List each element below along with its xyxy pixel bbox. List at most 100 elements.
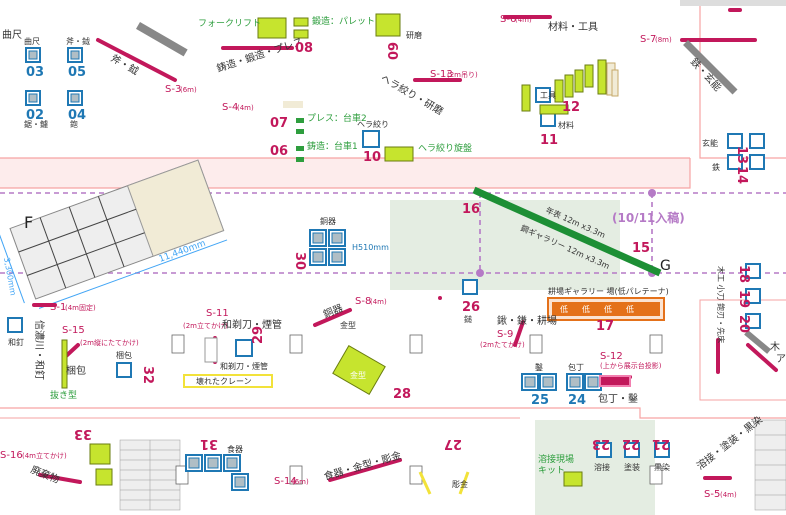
svg-text:梱包: 梱包 [116,350,132,360]
svg-text:(2m縦にたてかけ): (2m縦にたてかけ) [80,338,139,347]
svg-text:(4m立てかけ): (4m立てかけ) [22,451,67,460]
svg-text:S-8: S-8 [355,296,371,307]
svg-text:梱包: 梱包 [66,364,86,377]
svg-text:斧・鉞: 斧・鉞 [66,36,90,46]
svg-text:和釘: 和釘 [8,337,24,347]
svg-text:ヘラ絞り: ヘラ絞り [357,119,389,129]
staircase [119,439,181,511]
svg-text:研磨: 研磨 [406,30,422,40]
svg-text:S-13: S-13 [430,69,453,80]
svg-text:塗装: 塗装 [624,462,640,472]
svg-text:包丁: 包丁 [568,362,584,372]
svg-text:24: 24 [568,393,586,408]
svg-text:低: 低 [582,304,590,314]
svg-text:19: 19 [736,290,751,308]
svg-text:21: 21 [652,436,670,451]
svg-text:07: 07 [270,116,288,131]
svg-text:玄能: 玄能 [702,138,718,148]
svg-text:S-15: S-15 [62,325,85,336]
svg-text:32: 32 [140,366,155,384]
weld-area [535,420,655,515]
svg-text:02: 02 [26,108,44,123]
svg-text:S-6: S-6 [500,14,516,25]
corridor-edge [0,158,691,189]
svg-text:23: 23 [592,436,610,451]
svg-text:曲尺: 曲尺 [24,36,40,46]
gallery-wall [472,186,662,277]
svg-text:28: 28 [393,387,411,402]
svg-text:25: 25 [531,393,549,408]
svg-text:(8m): (8m) [655,36,672,44]
display-tables [61,13,607,487]
svg-text:鉋: 鉋 [70,119,78,129]
svg-text:09: 09 [387,42,402,60]
svg-text:S-16: S-16 [0,450,23,461]
svg-text:10: 10 [363,150,381,165]
svg-text:低: 低 [560,304,568,314]
svg-text:鍛造：パレット: 鍛造：パレット [312,15,375,27]
svg-text:17: 17 [596,319,614,334]
svg-text:20: 20 [736,315,751,333]
svg-text:29: 29 [251,326,266,344]
svg-text:18: 18 [736,265,751,283]
label-G: G [660,258,671,274]
svg-text:包丁・鑿: 包丁・鑿 [598,392,638,405]
svg-text:和剃刀・煙管: 和剃刀・煙管 [222,318,282,331]
corner-label: 曲尺 [2,29,22,41]
corridor-upper [0,158,690,188]
svg-text:金型: 金型 [340,320,356,330]
svg-text:フォークリフト: フォークリフト [198,18,261,29]
svg-text:ヘラ絞り旋盤: ヘラ絞り旋盤 [418,142,472,154]
svg-text:(6m): (6m) [180,86,197,94]
svg-text:03: 03 [26,65,44,80]
svg-text:材料・工具: 材料・工具 [548,20,598,33]
broken-crane [183,374,273,388]
svg-text:(4m): (4m) [515,16,532,24]
svg-text:銅器: 銅器 [320,216,336,226]
nyuko-label: (10/11入稿) [612,210,685,225]
svg-text:木: 木 [770,341,780,353]
svg-text:11: 11 [540,133,558,148]
svg-text:和剃刀・煙管: 和剃刀・煙管 [220,361,268,371]
svg-text:ア: ア [776,354,786,365]
svg-text:33: 33 [74,426,92,441]
svg-text:31: 31 [200,436,218,451]
svg-text:S-14: S-14 [274,476,297,487]
svg-text:鑿: 鑿 [535,362,543,372]
svg-text:鋳造：台車1: 鋳造：台車1 [307,140,358,152]
svg-text:06: 06 [270,144,288,159]
svg-text:(2mたてかけ): (2mたてかけ) [480,341,525,349]
svg-text:溶接現場: 溶接現場 [538,453,574,465]
svg-text:鉄: 鉄 [712,162,720,172]
gallery-floor [390,200,620,290]
svg-text:(2m吊り): (2m吊り) [447,71,478,79]
svg-text:溶接: 溶接 [594,462,610,472]
pillars [171,334,663,485]
svg-text:(4m): (4m) [237,104,254,112]
svg-text:22: 22 [622,436,640,451]
svg-text:13: 13 [734,146,749,164]
svg-text:信濃川・和釘: 信濃川・和釘 [33,320,46,380]
svg-text:30: 30 [292,252,307,270]
svg-text:彫金: 彫金 [452,479,468,489]
signboards [32,8,778,484]
svg-text:S-9: S-9 [497,329,513,340]
svg-text:食器: 食器 [227,444,243,454]
num-15: 15 [632,241,650,256]
svg-text:(2m立てかけ): (2m立てかけ) [183,321,228,330]
svg-text:(上から展示台投影): (上から展示台投影) [600,361,662,370]
svg-text:27: 27 [444,436,462,451]
svg-text:S-7: S-7 [640,34,656,45]
display-shelf-F [0,159,228,309]
svg-text:(4m): (4m) [720,491,737,499]
svg-text:12: 12 [562,100,580,115]
svg-text:キット: キット [538,466,565,476]
svg-text:H510mm: H510mm [352,243,389,252]
staircase-right [754,419,786,511]
svg-text:(6m): (6m) [292,478,309,486]
svg-text:S-12: S-12 [600,351,623,362]
svg-text:26: 26 [462,300,480,315]
corridor-lower [0,407,786,419]
low-gallery [547,297,665,321]
